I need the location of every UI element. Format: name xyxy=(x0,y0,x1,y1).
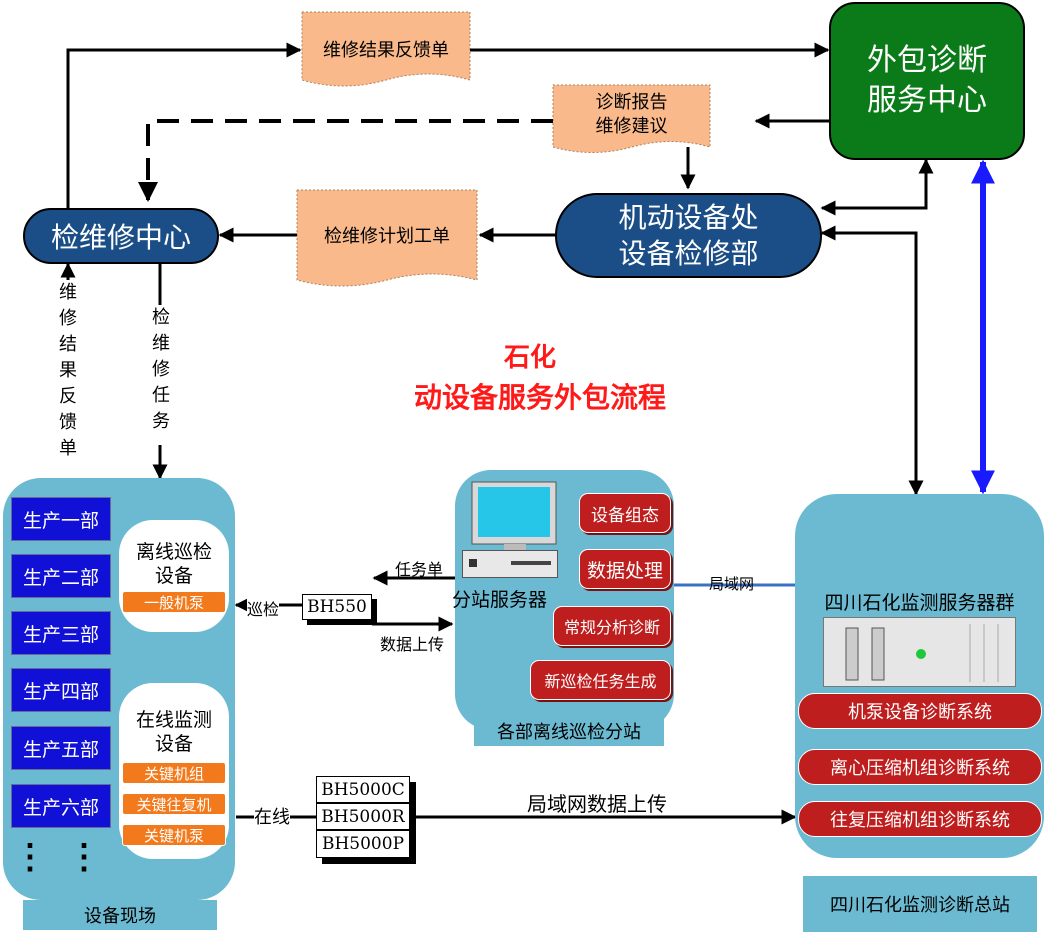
field-caption: 设备现场 xyxy=(23,900,217,930)
department-2: 生产二部 xyxy=(11,554,111,598)
offline-line2: 设备 xyxy=(154,565,193,587)
function-data-processing: 数据处理 xyxy=(579,549,671,589)
vertical-task-text-char: 修 xyxy=(152,359,170,380)
vertical-task-text-char: 任 xyxy=(152,385,170,406)
server-group-icon xyxy=(823,617,1016,687)
server-label: 分站服务器 xyxy=(452,589,548,611)
offline-device-label: 离线巡检 设备 xyxy=(119,538,229,590)
vertical-feedback-text-char: 维 xyxy=(59,282,77,303)
ellipsis-right: ⋮ xyxy=(67,837,101,877)
online-tag-1: 关键机组 xyxy=(122,762,226,784)
edge-label-lan-upload: 局域网数据上传 xyxy=(527,792,667,816)
bh5000-device-p: BH5000P xyxy=(316,830,410,858)
edge-dept-mainstation xyxy=(820,225,924,496)
online-tag-2: 关键往复机 xyxy=(122,793,226,815)
online-tag-3: 关键机泵 xyxy=(122,824,226,846)
bh550-device: BH550 xyxy=(302,594,372,620)
edge-label-data-upload: 数据上传 xyxy=(380,635,445,654)
main-station-title: 四川石化监测服务器群 xyxy=(824,591,1015,614)
online-device-label: 在线监测 设备 xyxy=(119,706,229,758)
bh5000-stack: BH5000C BH5000R BH5000P xyxy=(316,776,410,858)
department-3: 生产三部 xyxy=(11,611,111,655)
offline-line1: 离线巡检 xyxy=(135,541,212,563)
doc-diagnosis-line1: 诊断报告 xyxy=(595,92,668,113)
system-pump-diagnosis: 机泵设备诊断系统 xyxy=(798,693,1042,729)
doc-diagnosis-line2: 维修建议 xyxy=(595,116,668,137)
department-4: 生产四部 xyxy=(11,668,111,712)
doc-diagnosis: 诊断报告 维修建议 xyxy=(553,90,710,140)
vertical-feedback-text-char: 单 xyxy=(59,438,77,459)
edge-label-task-list: 任务单 xyxy=(395,560,444,579)
doc-plan: 检维修计划工单 xyxy=(324,226,450,247)
function-task-generation: 新巡检任务生成 xyxy=(530,660,671,700)
equipment-dept-line2: 设备检修部 xyxy=(618,236,759,270)
outsource-center-node: 外包诊断 服务中心 xyxy=(829,2,1025,160)
offline-tag: 一般机泵 xyxy=(122,591,226,613)
offline-device-box xyxy=(119,520,229,632)
vertical-label-task: 检维修任务 xyxy=(148,305,174,445)
server-unit-icon xyxy=(462,550,558,578)
department-6: 生产六部 xyxy=(11,784,111,828)
function-config: 设备组态 xyxy=(579,493,671,533)
department-1: 生产一部 xyxy=(11,497,111,541)
edge-label-lan: 局域网 xyxy=(709,575,755,593)
edge-dept-outsource xyxy=(820,158,934,216)
vertical-feedback-text-char: 结 xyxy=(59,334,77,355)
substation-caption: 各部离线巡检分站 xyxy=(474,716,664,746)
doc-feedback-top-shape xyxy=(301,11,471,87)
computer-icon xyxy=(470,480,558,551)
bh5000-device-r: BH5000R xyxy=(316,803,410,830)
system-reciprocating-diagnosis: 往复压缩机组诊断系统 xyxy=(798,801,1042,837)
equipment-dept-line1: 机动设备处 xyxy=(618,200,759,234)
edge-label-online: 在线 xyxy=(254,803,290,829)
bh5000-device-c: BH5000C xyxy=(316,776,410,803)
vertical-task-text-char: 维 xyxy=(152,333,170,354)
vertical-task-text-char: 务 xyxy=(152,411,170,432)
doc-diagnosis-shape xyxy=(552,84,711,153)
vertical-feedback-text: 维修结果反馈单 xyxy=(55,280,81,462)
title-line2: 动设备服务外包流程 xyxy=(413,381,666,414)
vertical-feedback-text-char: 馈 xyxy=(59,412,77,433)
function-routine-diagnosis: 常规分析诊断 xyxy=(553,606,671,646)
vertical-feedback-text-char: 修 xyxy=(59,308,77,329)
outsource-center-line2: 服务中心 xyxy=(867,83,987,118)
vertical-task-text: 检维修任务 xyxy=(148,305,174,435)
online-line2: 设备 xyxy=(154,733,193,755)
online-line1: 在线监测 xyxy=(135,709,212,731)
edge-diagnosis-to-maint xyxy=(138,119,553,202)
department-5: 生产五部 xyxy=(11,726,111,770)
main-station-caption: 四川石化监测诊断总站 xyxy=(803,876,1037,932)
edge-maint-to-feedback xyxy=(66,42,302,208)
equipment-dept-node: 机动设备处 设备检修部 xyxy=(555,193,822,278)
system-centrifugal-diagnosis: 离心压缩机组诊断系统 xyxy=(798,749,1042,785)
maintenance-center-node: 检维修中心 xyxy=(23,208,219,264)
outsource-center-line1: 外包诊断 xyxy=(867,43,987,78)
doc-feedback-top: 维修结果反馈单 xyxy=(323,40,449,61)
vertical-feedback-text-char: 反 xyxy=(59,386,77,407)
title-line1: 石化 xyxy=(503,342,556,373)
vertical-label-feedback: 维修结果反馈单 xyxy=(55,280,81,460)
vertical-feedback-text-char: 果 xyxy=(59,360,77,381)
ellipsis-left: ⋮ xyxy=(13,837,47,877)
doc-plan-shape xyxy=(296,189,478,287)
vertical-task-text-char: 检 xyxy=(152,307,170,328)
edge-label-inspection: 巡检 xyxy=(247,596,280,620)
